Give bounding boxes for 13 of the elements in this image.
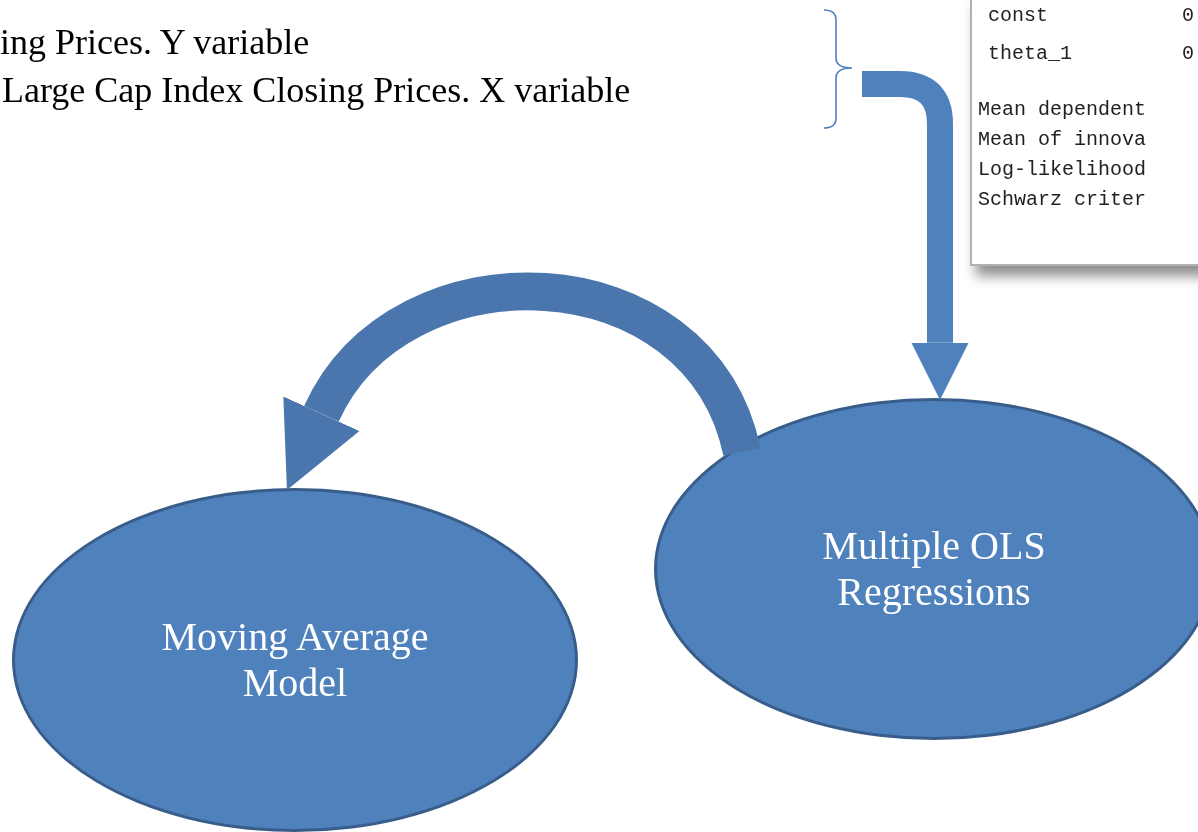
caption-text: ing Prices. Y variable [0, 22, 310, 62]
caption-text: Large Cap Index Closing Prices. X variable [2, 70, 631, 110]
output-text: theta_1 [988, 42, 1072, 66]
node-label: Multiple OLS Regressions [821, 523, 1047, 615]
output-text: Log-likelihood [978, 158, 1147, 182]
node-label: Moving Average Model [160, 614, 430, 706]
output-text: const [988, 4, 1048, 28]
output-text: 0 [1182, 42, 1194, 66]
output-text: Mean dependent [978, 98, 1147, 122]
output-text: 0 [1182, 4, 1194, 28]
output-text: Schwarz criter [978, 188, 1147, 212]
output-window [970, 0, 1198, 266]
output-text: Mean of innova [978, 128, 1147, 152]
